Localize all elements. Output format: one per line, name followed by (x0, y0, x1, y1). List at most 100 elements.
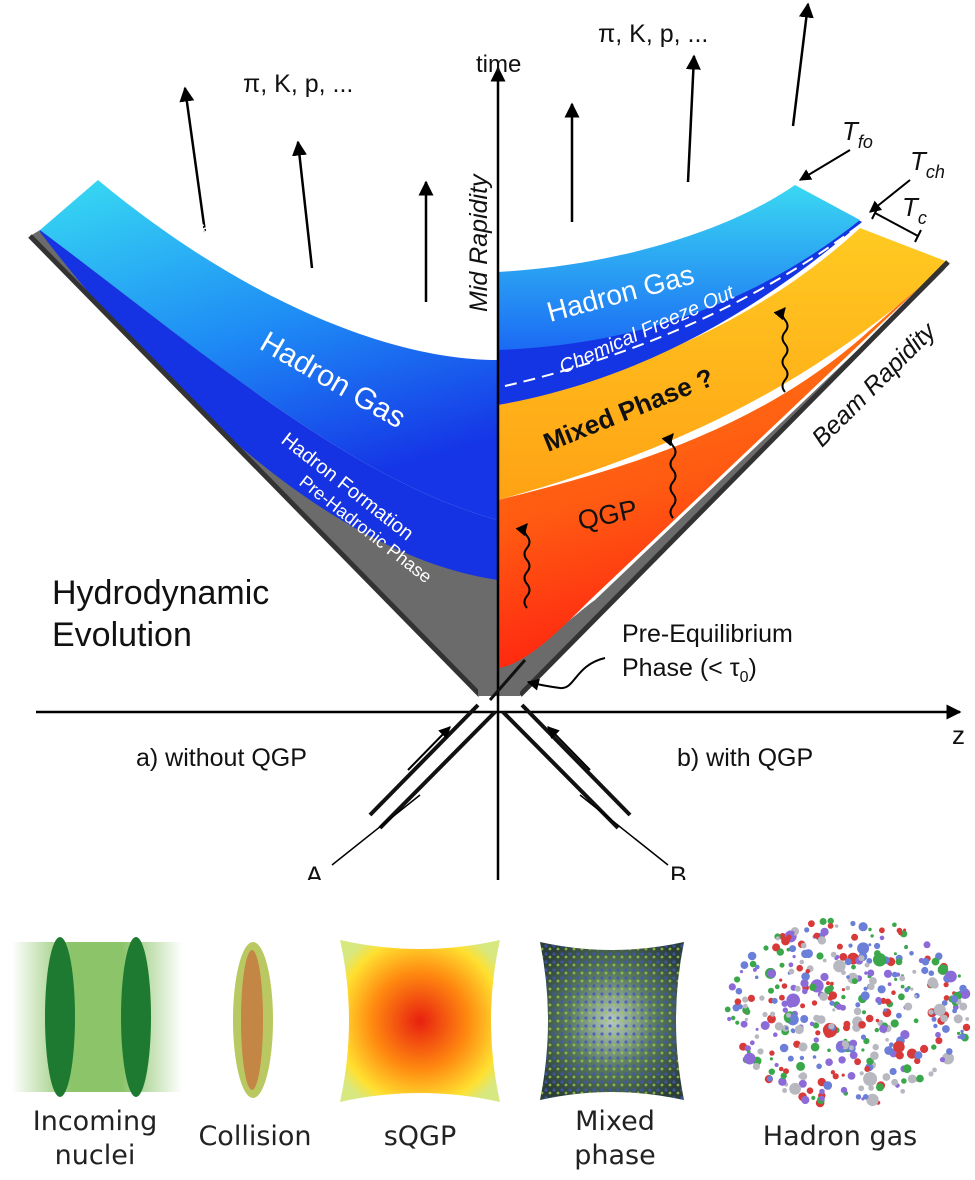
hadron-particle (812, 1055, 817, 1059)
hadron-particle (800, 942, 807, 949)
hadron-particle (744, 1008, 751, 1015)
hadron-particle (943, 995, 950, 1001)
hadron-particle (840, 1004, 846, 1011)
hadron-particle (799, 959, 805, 965)
hadron-particle (891, 990, 896, 995)
hadron-particle (872, 1043, 879, 1051)
hadron-particle (771, 997, 778, 1004)
stage-caption-line: Hadron gas (762, 1121, 918, 1152)
hadron-particle (904, 945, 908, 950)
hadron-particle (827, 917, 834, 925)
hadron-particle (826, 981, 830, 986)
hadron-particle (734, 976, 741, 983)
hadron-particle (895, 958, 903, 966)
hadron-particle (866, 1093, 879, 1107)
hadron-particle (737, 1004, 743, 1010)
hadron-particle (823, 1081, 833, 1090)
hadron-particle (796, 1061, 806, 1071)
hadron-particle (836, 943, 843, 950)
beam-b-arrow (547, 726, 591, 771)
hadron-particle (819, 1095, 825, 1102)
hadron-particle (942, 1052, 954, 1065)
hadron-particle (817, 936, 827, 945)
hadron-particle (884, 1046, 894, 1055)
hadron-particle (864, 1066, 871, 1072)
hadron-particle (859, 1071, 864, 1076)
hadron-particle (841, 988, 846, 992)
hadron-particle (946, 1048, 953, 1055)
stage-caption-line: Collision (198, 1121, 312, 1152)
hadron-particle (914, 1057, 921, 1065)
hadron-particle (757, 1048, 764, 1055)
hadron-particle (846, 975, 850, 979)
hadron-particle (851, 933, 859, 941)
hadron-particle (873, 953, 887, 967)
hadron-particle (798, 1042, 808, 1052)
mixed-phase-illustration (540, 942, 684, 1100)
hadron-particle (855, 1094, 862, 1100)
beam-a-arrow (407, 726, 451, 771)
left-particles-label: π, K, p, ... (243, 70, 353, 98)
hadron-particle (777, 949, 783, 955)
hadron-particle (778, 1077, 787, 1086)
hadron-particle (868, 927, 872, 932)
hadron-particle (900, 1030, 910, 1040)
hadron-particle (822, 958, 827, 963)
hadron-particle (940, 1014, 948, 1023)
hadron-particle (827, 995, 833, 1001)
right-hadron-gas-region (498, 185, 860, 350)
hadron-particle (779, 994, 785, 1001)
hadron-particle (762, 1011, 768, 1018)
left-hadron-gas-region (40, 180, 498, 520)
hadron-particle (866, 958, 873, 964)
hadron-particle (832, 1008, 836, 1012)
hadron-particle (916, 1074, 924, 1083)
hadron-particle (772, 943, 781, 952)
hadron-particle (768, 1068, 775, 1075)
stage-caption-hadron-gas: Hadron gas (740, 1120, 940, 1154)
hadron-particle (820, 972, 829, 982)
hadron-particle (863, 986, 868, 991)
hadron-particle (931, 957, 940, 966)
hadron-particle (811, 1000, 818, 1006)
hadron-particle (879, 935, 885, 941)
hadron-particle (879, 1024, 888, 1033)
hadron-particle (834, 924, 839, 928)
hadron-particle (813, 932, 820, 939)
hadron-particle (921, 957, 930, 966)
hadron-gas-illustration (724, 917, 971, 1108)
hadron-particle (903, 928, 907, 932)
hadron-particle (877, 1001, 882, 1005)
hadron-particle (891, 971, 898, 978)
t-ch-label: Tch (910, 146, 945, 182)
hadron-particle (900, 1088, 906, 1094)
hadron-particle (858, 1021, 866, 1029)
hadron-particle (841, 1073, 845, 1077)
hadron-particle (898, 931, 903, 936)
hadron-particle (838, 1056, 846, 1064)
hadron-particle (735, 987, 743, 995)
hadron-particle (931, 1016, 937, 1022)
hadron-particle (794, 985, 801, 992)
hadron-particle (796, 964, 803, 972)
hadron-particle (830, 951, 837, 958)
hadron-particle (895, 1051, 904, 1060)
hadron-particle (749, 960, 757, 968)
incoming-beams (368, 659, 632, 830)
hadron-particle (760, 1021, 770, 1030)
hadron-particle (874, 1027, 879, 1033)
hadron-particle (827, 1048, 831, 1053)
right-caption: b) with QGP (677, 744, 813, 772)
hadron-particle (862, 1094, 869, 1100)
pre-equilibrium-line2: Phase (< τ0) (622, 654, 757, 686)
hadron-particle (744, 1017, 749, 1022)
hadron-particle (799, 1072, 808, 1081)
hadron-particle (800, 1003, 806, 1009)
hadron-particle (904, 987, 910, 993)
hadron-particle (861, 1048, 865, 1052)
pre-equilibrium-line1: Pre-Equilibrium (622, 620, 793, 648)
hadron-particle (833, 959, 846, 973)
hadron-particle (879, 927, 885, 934)
hadron-particle (840, 1086, 848, 1094)
hadron-particle (887, 982, 892, 987)
